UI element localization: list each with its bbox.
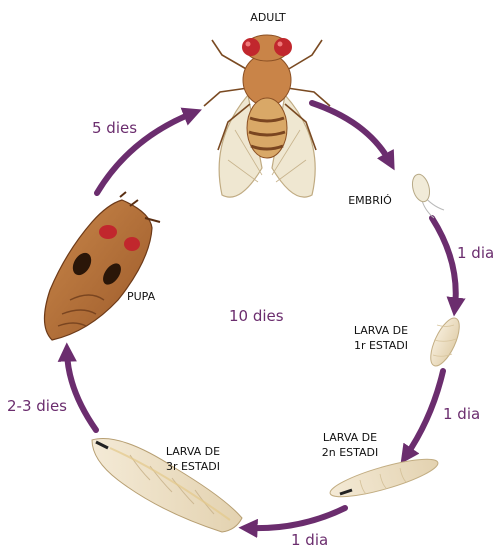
larva3-label-line2: 3r ESTADI [158,459,228,474]
larva1-label-line2: 1r ESTADI [346,338,416,353]
adult-label: ADULT [238,10,298,25]
pupa-label: PUPA [127,289,167,304]
duration-larva3-to-pupa: 2-3 dies [7,397,67,415]
larva2-label-line1: LARVA DE [315,430,385,445]
arrow-larva1-to-larva2 [406,371,443,456]
arrow-larva2-to-larva3 [248,508,345,528]
duration-larva1-to-larva2: 1 dia [443,405,480,423]
larva2-label-line2: 2n ESTADI [315,445,385,460]
larva3-label-line1: LARVA DE [158,444,228,459]
arrow-larva3-to-pupa [67,352,96,430]
fruit-fly-adult-icon [204,35,330,197]
duration-pupa-to-adult: 5 dies [92,119,137,137]
duration-larva2-to-larva3: 1 dia [291,531,328,549]
larva1-icon [425,314,465,370]
embryo-label-text: EMBRIÓ [348,194,392,207]
total-duration: 10 dies [229,307,284,325]
larva3-label: LARVA DE 3r ESTADI [158,444,228,474]
larva1-label: LARVA DE 1r ESTADI [346,323,416,353]
arrow-embryo-to-larva1 [432,218,456,307]
egg-icon [410,172,444,218]
larva2-label: LARVA DE 2n ESTADI [315,430,385,460]
larva1-label-line1: LARVA DE [346,323,416,338]
duration-embryo-to-larva1: 1 dia [457,244,494,262]
pupa-label-text: PUPA [127,290,155,303]
embryo-label: EMBRIÓ [340,193,400,208]
arrow-adult-to-embryo [312,103,390,162]
pupa-icon [44,192,160,340]
adult-label-text: ADULT [250,11,285,24]
